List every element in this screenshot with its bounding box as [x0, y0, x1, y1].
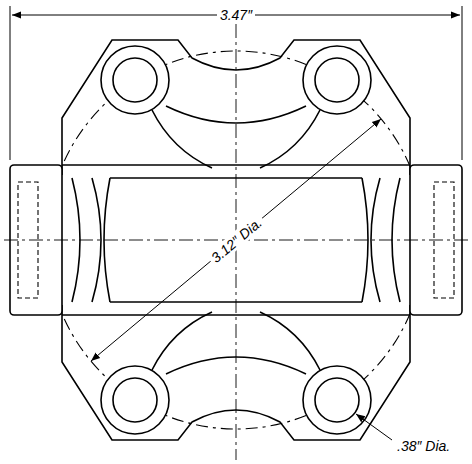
- width-dimension: 3.47″: [217, 7, 255, 23]
- hole-dimension: .38″ Dia.: [394, 438, 453, 454]
